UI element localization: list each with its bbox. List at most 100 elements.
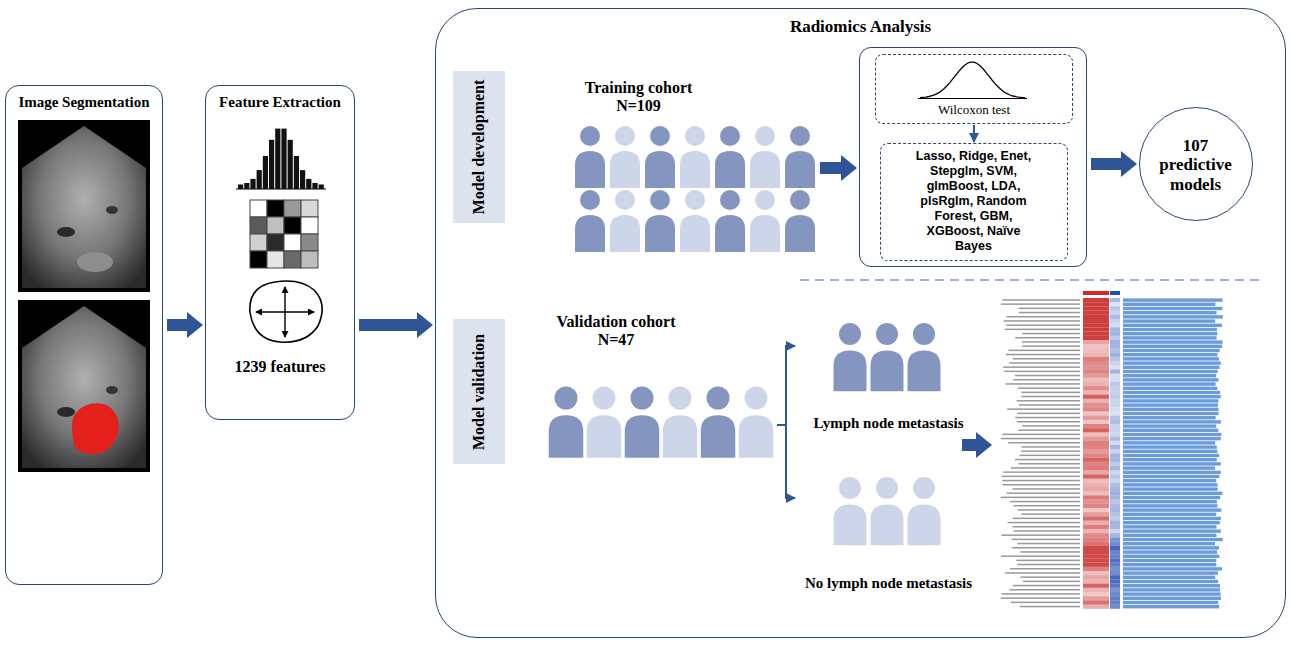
texture-grid-cell xyxy=(267,217,284,234)
segmentation-mask xyxy=(72,403,119,454)
texture-grid-cell xyxy=(250,217,267,234)
heatmap-cell xyxy=(1110,491,1120,495)
person-icon xyxy=(839,323,861,345)
heatmap-cell xyxy=(1110,332,1120,336)
texture-grid-cell xyxy=(250,234,267,251)
node-text: Lasso, Ridge, Enet, Stepglm, SVM, glmBoo… xyxy=(914,149,1034,254)
heatmap-row-label xyxy=(1005,383,1080,385)
person-icon xyxy=(745,387,768,410)
person-icon xyxy=(631,387,654,410)
person-icon xyxy=(575,215,605,252)
heatmap-bar xyxy=(1123,538,1223,541)
node-text: Lymph node metastasis xyxy=(800,415,977,432)
heatmap-row-label xyxy=(1011,467,1080,469)
heatmap-cell xyxy=(1083,382,1109,386)
heatmap-bar xyxy=(1123,555,1219,558)
heatmap-cell xyxy=(1110,353,1120,357)
patient-group: No lymph node metastasis xyxy=(796,463,981,603)
heatmap-cell xyxy=(1083,546,1109,550)
flow-arrow xyxy=(820,155,857,181)
algorithm-box: Lasso, Ridge, Enet, Stepglm, SVM, glmBoo… xyxy=(880,143,1068,261)
heatmap-cell xyxy=(1110,474,1120,478)
heatmap-bar xyxy=(1123,529,1221,532)
heatmap-figure xyxy=(995,288,1228,622)
heatmap-bar xyxy=(1123,475,1219,478)
heatmap-bar xyxy=(1123,349,1220,352)
flow-arrow xyxy=(777,346,795,425)
texture-grid-cell xyxy=(301,217,318,234)
heatmap-cell xyxy=(1083,432,1109,436)
heatmap-row-label xyxy=(1021,513,1080,515)
heatmap-row-label xyxy=(1023,581,1080,583)
heatmap-cell xyxy=(1083,567,1109,571)
heatmap-row-label xyxy=(1009,350,1080,352)
heatmap-cell xyxy=(1083,508,1109,512)
heatmap-bar xyxy=(1123,374,1216,377)
heatmap-bar xyxy=(1123,471,1221,474)
heatmap-cell xyxy=(1083,340,1109,344)
texture-grid-cell xyxy=(250,251,267,268)
heatmap-row-label xyxy=(1014,530,1080,532)
heatmap-row-label xyxy=(1005,329,1080,331)
texture-grid-cell xyxy=(267,234,284,251)
heatmap-bar xyxy=(1123,584,1220,587)
heatmap-cell xyxy=(1110,550,1120,554)
heatmap-cell xyxy=(1110,365,1120,369)
heatmap-cell xyxy=(1110,390,1120,394)
heatmap-bar xyxy=(1123,328,1217,331)
heatmap-bar xyxy=(1123,504,1218,507)
heatmap-cell xyxy=(1110,592,1120,596)
texture-grid-cell xyxy=(301,251,318,268)
heatmap-cell xyxy=(1110,483,1120,487)
heatmap-cell xyxy=(1083,306,1109,310)
texture-grid-cell xyxy=(267,200,284,217)
heatmap-cell xyxy=(1083,491,1109,495)
heatmap-bar xyxy=(1123,483,1218,486)
heatmap-cell xyxy=(1083,571,1109,575)
heatmap-row-label xyxy=(1001,438,1080,440)
heatmap-row-label xyxy=(1002,299,1080,301)
person-icon xyxy=(669,387,692,410)
histogram-bar xyxy=(319,184,324,189)
heatmap-bar xyxy=(1123,466,1215,469)
heatmap-row-label xyxy=(1005,572,1080,574)
heatmap-row-label xyxy=(1022,333,1080,335)
heatmap-row-label xyxy=(1002,476,1080,478)
heatmap-bar xyxy=(1123,550,1217,553)
heatmap-cell xyxy=(1083,596,1109,600)
heatmap-cell xyxy=(1110,386,1120,390)
heatmap-cell xyxy=(1110,378,1120,382)
heatmap-cell xyxy=(1083,483,1109,487)
heatmap-bar xyxy=(1123,580,1218,583)
shape-icon xyxy=(250,281,322,342)
heatmap-cell xyxy=(1110,428,1120,432)
heatmap-bar xyxy=(1123,571,1218,574)
heatmap-bar xyxy=(1123,315,1223,318)
heatmap-cell xyxy=(1110,361,1120,365)
heatmap-bar xyxy=(1123,399,1218,402)
person-icon xyxy=(785,215,815,252)
node-text: Validation cohort N=47 xyxy=(541,313,691,350)
texture-grid-cell xyxy=(284,251,301,268)
heatmap-cell xyxy=(1110,567,1120,571)
heatmap-cell xyxy=(1110,445,1120,449)
heatmap-cell xyxy=(1110,395,1120,399)
heatmap-cell xyxy=(1083,386,1109,390)
heatmap-row-label xyxy=(1013,358,1080,360)
person-icon xyxy=(908,351,941,392)
histogram-bar xyxy=(294,156,299,189)
histogram-bar xyxy=(306,179,311,189)
heatmap-bar xyxy=(1123,454,1219,457)
heatmap-cell xyxy=(1110,306,1120,310)
heatmap-cell xyxy=(1083,353,1109,357)
person-icon xyxy=(610,215,640,252)
heatmap-cell xyxy=(1110,508,1120,512)
person-icon xyxy=(913,323,935,345)
heatmap-row-label xyxy=(1007,522,1080,524)
person-icon xyxy=(750,215,780,252)
stage-label: Model development xyxy=(453,71,505,223)
heatmap-bar xyxy=(1123,445,1217,448)
heatmap-cell xyxy=(1083,390,1109,394)
heatmap-row-label xyxy=(1001,303,1080,305)
